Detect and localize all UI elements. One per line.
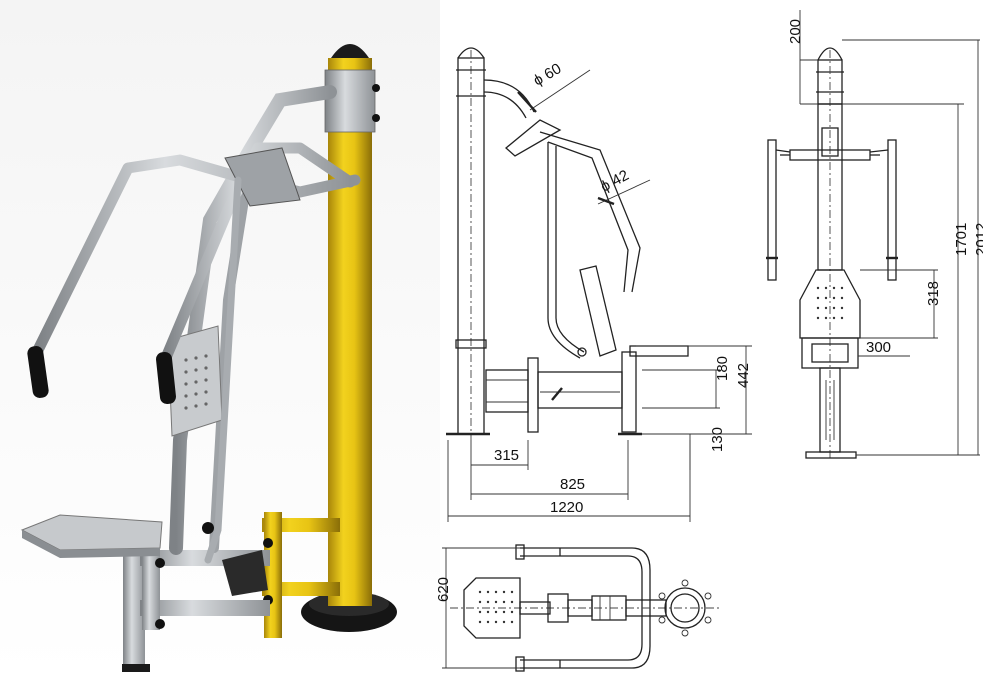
dim-seat-300: 300 (866, 339, 891, 356)
dim-pipe-60: ϕ 60 (531, 60, 565, 89)
dim-total-height-2012: 2012 (973, 223, 983, 256)
yellow-post (328, 58, 372, 606)
handle-arm-right (159, 142, 356, 366)
dim-seat-318: 318 (925, 281, 942, 306)
plan-view-drawing: 620 (435, 544, 720, 672)
seat-support-leg (123, 550, 145, 668)
yellow-bracket-upright (264, 512, 282, 638)
dim-width-620: 620 (435, 577, 452, 602)
frame-tube (169, 85, 337, 555)
dim-height-1701: 1701 (953, 223, 970, 256)
dim-height-130: 130 (709, 427, 726, 452)
dim-base-315: 315 (494, 447, 519, 464)
dim-total-length-1220: 1220 (550, 499, 583, 516)
dim-cap-200: 200 (787, 19, 804, 44)
dim-base-825: 825 (560, 476, 585, 493)
side-elevation-drawing: ϕ 60 ϕ 42 315 825 1220 180 442 130 (446, 47, 752, 522)
front-elevation-drawing: 200 1701 2012 318 300 (766, 10, 983, 460)
dim-height-180: 180 (714, 356, 731, 381)
dim-height-442: 442 (735, 363, 752, 388)
post-collar (324, 69, 376, 133)
grip-right (156, 351, 176, 405)
pivot-bracket (224, 147, 301, 207)
grip-left (27, 346, 49, 398)
post-cap (331, 44, 369, 58)
hinge-plate (222, 550, 268, 596)
equipment-render (0, 0, 440, 677)
handle-arm-left (32, 154, 361, 356)
